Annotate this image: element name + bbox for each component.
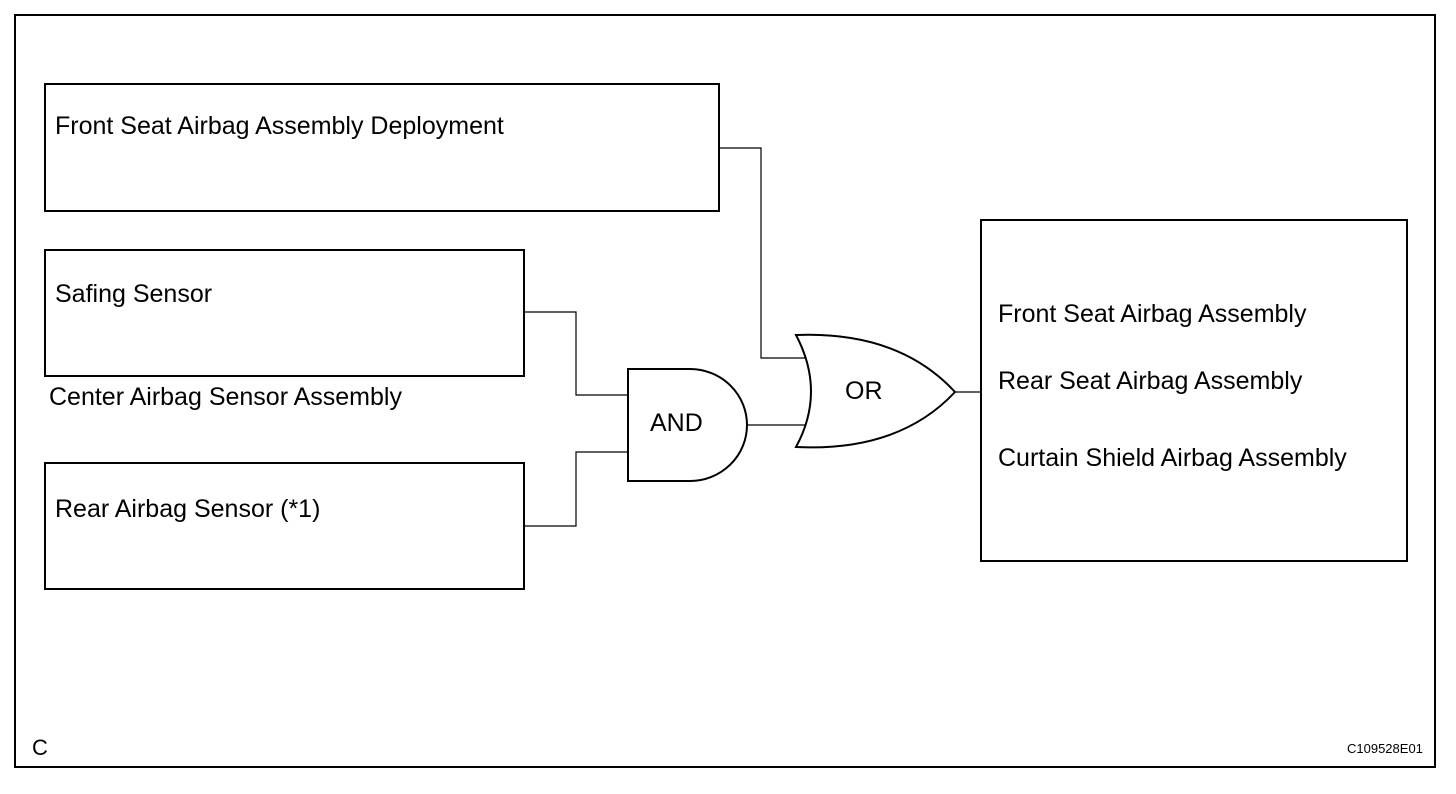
front-deployment-label: Front Seat Airbag Assembly Deployment — [55, 112, 504, 140]
output-item-curtain-shield: Curtain Shield Airbag Assembly — [998, 444, 1347, 472]
wire-rear-to-and — [524, 451, 628, 527]
center-sensor-caption: Center Airbag Sensor Assembly — [49, 383, 402, 411]
or-gate-label: OR — [845, 377, 883, 405]
rear-sensor-label: Rear Airbag Sensor (*1) — [55, 495, 321, 523]
front-deployment-box — [44, 83, 720, 212]
and-gate-label: AND — [650, 409, 703, 437]
and-gate — [627, 368, 748, 482]
safing-sensor-box — [44, 249, 525, 377]
figure-code: C109528E01 — [1347, 741, 1423, 756]
diagram-frame — [14, 14, 1436, 768]
rear-sensor-box — [44, 462, 525, 590]
output-item-rear-seat: Rear Seat Airbag Assembly — [998, 367, 1303, 395]
output-item-front-seat: Front Seat Airbag Assembly — [998, 300, 1307, 328]
or-gate — [794, 333, 957, 449]
wire-front-to-or — [719, 147, 806, 359]
output-box — [980, 219, 1408, 562]
corner-letter: C — [32, 735, 48, 760]
wire-safing-to-and — [524, 311, 628, 396]
safing-sensor-label: Safing Sensor — [55, 280, 213, 308]
